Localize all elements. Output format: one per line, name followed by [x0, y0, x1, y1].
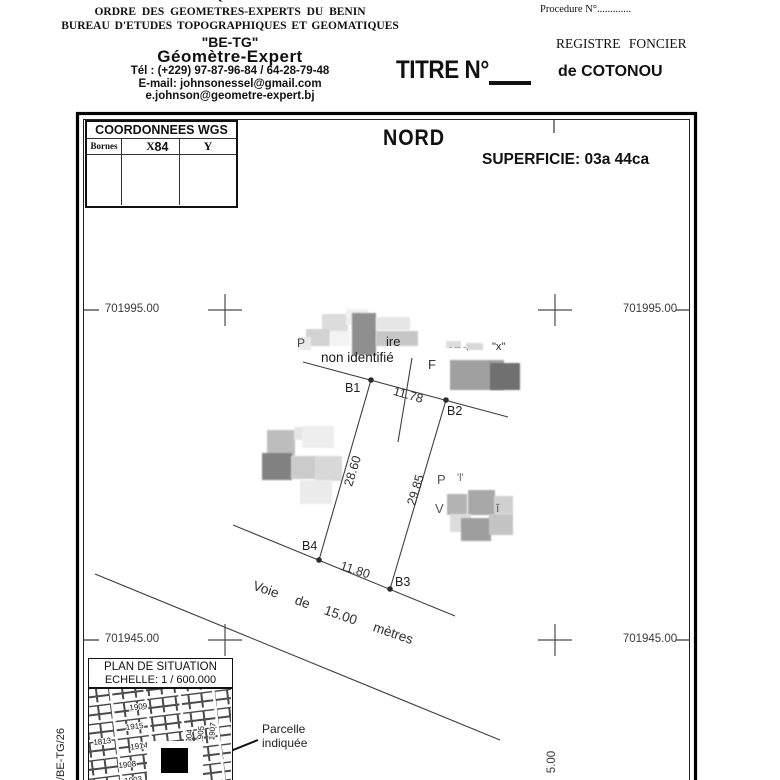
registre-city: de COTONOU [558, 63, 663, 80]
borne-label-b1: B1 [345, 381, 361, 395]
callout-line-1: Parcelle [262, 722, 306, 736]
parcel-fragment-v: V [435, 501, 444, 516]
block-number: 1914 [130, 741, 149, 752]
neighbor-boundary-line [397, 357, 413, 443]
grid-crosses [208, 294, 572, 656]
borne-label-b4: B4 [302, 539, 318, 553]
borne-label-b3: B3 [395, 575, 411, 589]
header-bureau: BUREAU D'ETUDES TOPOGRAPHIQUES ET GEOMAT… [61, 20, 399, 32]
parcel-fragment-l: 'l' [457, 472, 464, 484]
grid-cross-se [538, 624, 572, 656]
borne-dot-b4 [316, 557, 322, 563]
header-ordre: ORDRE DES GEOMETRES-EXPERTS DU BENIN [94, 6, 366, 18]
road-south-edge [94, 573, 501, 741]
margin-reference-number: N/BE-TG/26 [55, 728, 67, 780]
header-role: Géomètre-Expert [157, 47, 303, 66]
parcel-fragment-i: ī [496, 501, 500, 515]
coordinates-table-title: COORDONNEES WGS 84 [95, 123, 228, 154]
situation-map-box: 1909 1915 1813 1914 1908 1903 1904 1905 … [88, 688, 233, 780]
coordinates-table-empty-row [87, 154, 236, 205]
parcel-edge-b2-b3 [389, 399, 447, 590]
empty-cell-bornes [87, 155, 122, 205]
grid-cross-ne [538, 294, 572, 326]
grid-label-left-lower: 701945.00 [104, 633, 160, 645]
title-number: TITRE N° [396, 56, 489, 84]
right-annotation-f: F [428, 357, 436, 372]
block-number: 1903 [124, 774, 143, 780]
situation-scale: ECHELLE: 1 / 600.000 [104, 674, 217, 686]
col-header-y: Y [203, 139, 213, 153]
plan-outer-border [75, 111, 698, 780]
borne-label-b2: B2 [447, 404, 463, 418]
situation-map: 1909 1915 1813 1914 1908 1903 1904 1905 … [89, 689, 231, 780]
parcel-fragment-p: P [437, 472, 446, 487]
empty-cell-y [180, 155, 236, 205]
grid-cross-nw [208, 294, 242, 326]
block-number: 1907 [207, 722, 218, 741]
plan-inner-border [83, 119, 690, 780]
header-republique: REPUBLIQUE DU BENIN [60, 0, 400, 3]
block-number: 1908 [118, 759, 137, 770]
owner-not-identified-text: non identifié [321, 350, 394, 365]
block-number: 1915 [125, 721, 144, 732]
city-block-grid: 1909 1915 1813 1914 1908 1903 1904 1905 … [89, 689, 231, 780]
header-email-1: E-mail: johnsonessel@gmail.com [138, 78, 322, 90]
parcel-edge-b4-b1 [318, 379, 372, 561]
coordinates-table: COORDONNEES WGS 84 Bornes X Y [85, 120, 238, 208]
grid-ticks [84, 119, 690, 641]
block-number: 1905 [195, 725, 206, 744]
grid-label-right-upper: 701995.00 [622, 303, 678, 315]
header-email-2: e.johnson@geometre-expert.bj [145, 90, 315, 102]
grid-label-left-upper: 701995.00 [104, 303, 160, 315]
procedure-number: Procedure N°............. [540, 4, 632, 15]
situation-title: PLAN DE SITUATION [104, 661, 217, 673]
borne-dot-b3 [387, 586, 393, 592]
borne-markers [316, 377, 449, 592]
north-label: NORD [383, 125, 445, 150]
block-numbers: 1909 1915 1813 1914 1908 1903 1904 1905 … [92, 700, 219, 780]
header-cabinet: "BE-TG" [201, 34, 259, 50]
col-header-bornes: Bornes [87, 139, 122, 154]
borne-dot-b1 [368, 377, 374, 383]
empty-cell-x [122, 155, 180, 205]
streets [89, 689, 231, 780]
block-number: 1813 [93, 736, 112, 747]
block-number: 1909 [129, 701, 148, 712]
col-header-x: X [122, 139, 180, 154]
boundary-line-b1-b2-extended [302, 361, 509, 418]
right-annotation-dashes: - -- -, [449, 342, 469, 352]
owner-fragment-right: ire [386, 334, 401, 349]
registre-foncier-label: REGISTRE FONCIER [556, 36, 687, 51]
callout-line-2: indiquée [262, 736, 308, 750]
survey-lines [94, 357, 509, 741]
parcel-callout-label: Parcelle indiquée [262, 722, 307, 750]
area-label: SUPERFICIE: 03a 44ca [482, 151, 650, 168]
coordinates-table-header-row: Bornes X Y [87, 138, 236, 154]
situation-title-box: PLAN DE SITUATION ECHELLE: 1 / 600.000 [88, 658, 233, 688]
indicated-parcel-marker [161, 748, 188, 773]
grid-label-right-lower: 701945.00 [622, 633, 678, 645]
right-annotation-quote-x: "x" [492, 341, 506, 353]
grid-cross-sw [208, 624, 242, 656]
road-north-edge-through-b4-b3 [232, 524, 456, 617]
header-tel: Tél : (+229) 97-87-96-84 / 64-28-79-48 [130, 65, 330, 77]
borne-dot-b2 [443, 397, 449, 403]
title-number-blank-line [489, 81, 531, 85]
owner-fragment-left: P [297, 336, 306, 350]
